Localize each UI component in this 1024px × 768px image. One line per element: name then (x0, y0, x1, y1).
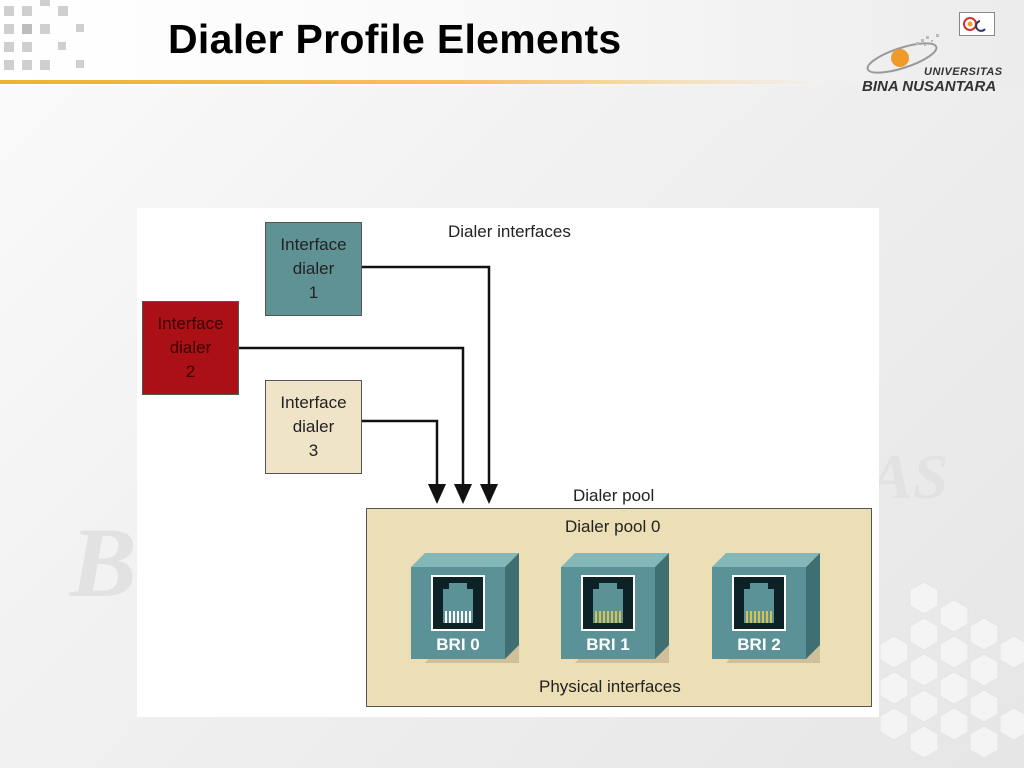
physical-interfaces-label: Physical interfaces (539, 677, 681, 696)
slide-title: Dialer Profile Elements (168, 16, 622, 62)
interface-dialer-3-line2: dialer (292, 417, 335, 436)
interface-dialer-2-line3: 2 (185, 362, 196, 381)
globe-icon (866, 34, 939, 74)
interface-dialer-1-line1: Interface (280, 235, 347, 254)
university-logo: UNIVERSITAS BINA NUSANTARA (858, 12, 1008, 96)
dialer-pool-name: Dialer pool 0 (565, 517, 661, 536)
dialer-profile-diagram: Dialer interfaces Interface dialer 1 Int… (137, 208, 879, 717)
interface-dialer-3-line1: Interface (280, 393, 347, 412)
background-watermark-right: AS (870, 441, 949, 512)
interface-dialer-2-box: Interface dialer 2 (142, 301, 239, 395)
interface-dialer-2-line2: dialer (169, 338, 212, 357)
bri-0-port: BRI 0 (411, 553, 521, 665)
interface-dialer-1-line2: dialer (292, 259, 335, 278)
decorative-hexagons (880, 581, 1024, 759)
logo-text-universitas: UNIVERSITAS (924, 66, 1003, 78)
arrow-dialer-1 (362, 265, 491, 493)
header-band (0, 0, 1024, 86)
dialer-interfaces-label: Dialer interfaces (448, 222, 571, 241)
bri-2-connector-icon (712, 553, 822, 663)
logo-text-bina-nusantara: BINA NUSANTARA (862, 78, 997, 95)
arrow-dialer-2 (239, 346, 465, 493)
bri-1-label: BRI 1 (586, 635, 630, 654)
interface-dialer-2-line1: Interface (157, 314, 224, 333)
iso-badge-icon (959, 12, 995, 36)
interface-dialer-3-line3: 3 (308, 441, 319, 460)
bri-0-label: BRI 0 (436, 635, 480, 654)
bri-1-port: BRI 1 (561, 553, 671, 665)
interface-dialer-1-box: Interface dialer 1 (265, 222, 362, 316)
arrow-dialer-3 (362, 419, 439, 493)
dialer-pool-box: Dialer pool 0 BRI 0 (366, 508, 872, 707)
bri-2-port: BRI 2 (712, 553, 822, 665)
dialer-pool-label: Dialer pool (573, 486, 655, 505)
header-accent-line (0, 80, 1024, 84)
bri-2-label: BRI 2 (737, 635, 781, 654)
interface-dialer-3-box: Interface dialer 3 (265, 380, 362, 474)
interface-dialer-1-line3: 1 (308, 283, 319, 302)
decorative-squares (0, 0, 90, 80)
connector-arrows (239, 265, 498, 504)
bri-1-connector-icon (561, 553, 671, 663)
bri-0-connector-icon (411, 553, 521, 663)
